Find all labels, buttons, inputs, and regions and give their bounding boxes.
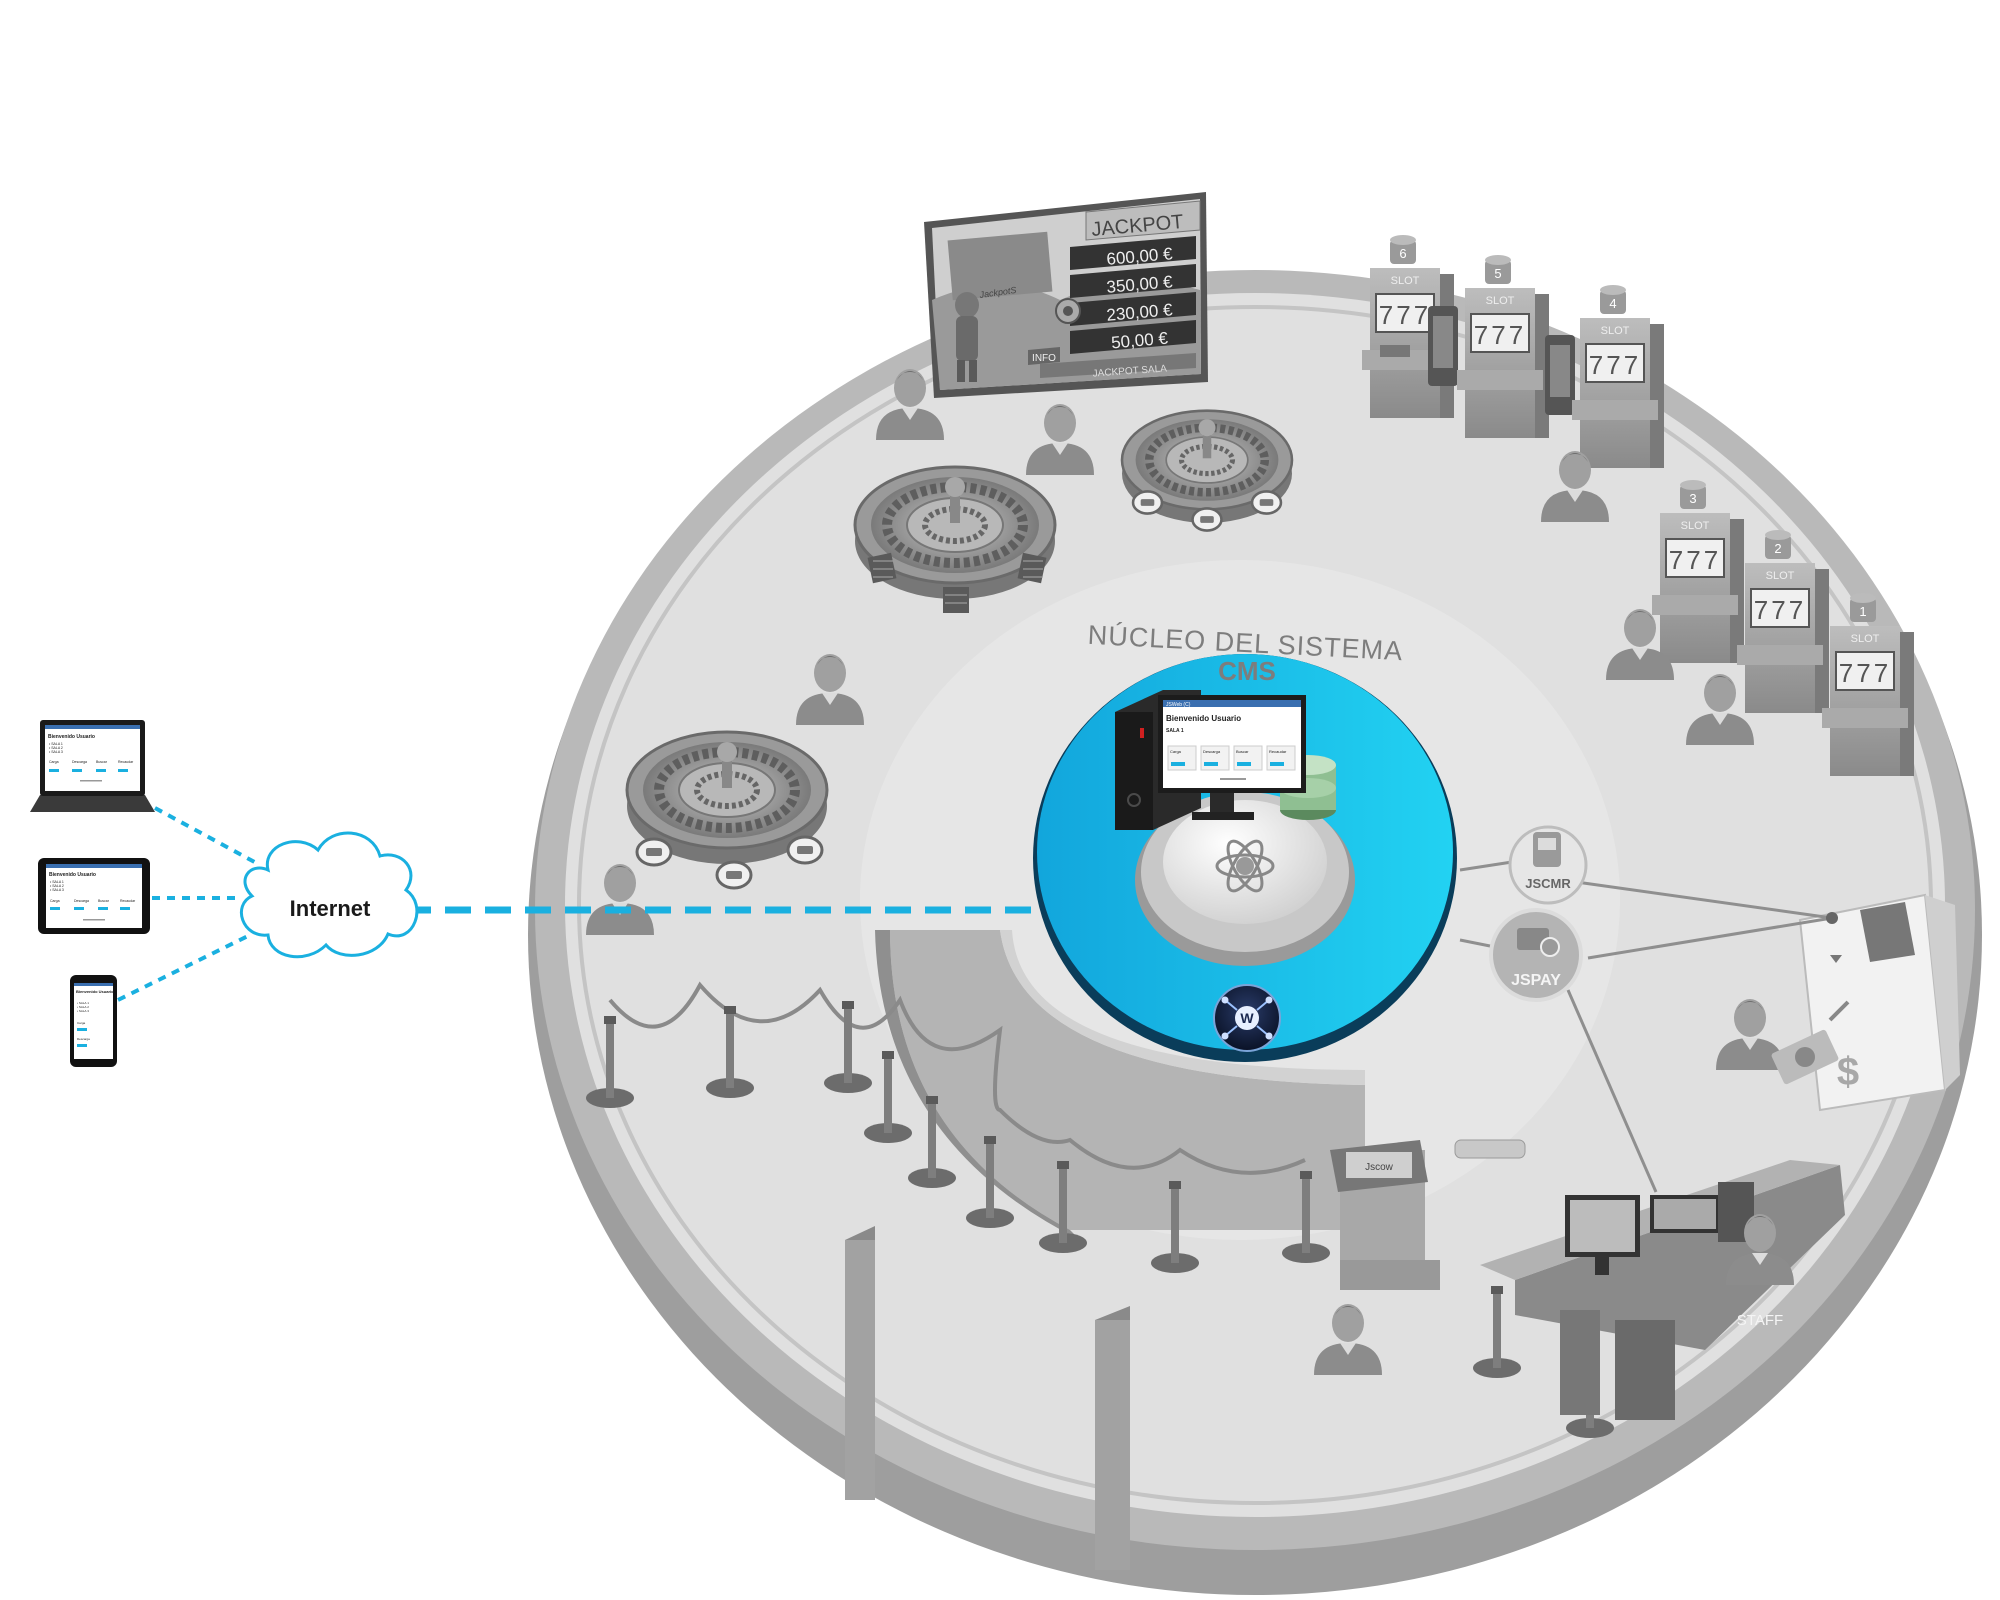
roulette-table [855, 467, 1055, 613]
slot-number: 2 [1774, 541, 1781, 556]
tablet-room: • SALA 1 [50, 880, 64, 884]
jspay-module: JSPAY [1489, 908, 1583, 1002]
kiosk-terminal: Jscow [1330, 1140, 1440, 1290]
laptop-card: Carga [49, 760, 59, 764]
internet-connection [117, 806, 1038, 1002]
roulette-table [1122, 411, 1292, 532]
laptop-welcome: Bienvenido Usuario [48, 734, 95, 740]
slot-reels: 777 [1379, 300, 1431, 330]
slot-machine: 4 SLOT 777 [1572, 285, 1664, 468]
laptop-card: Buscar [96, 760, 108, 764]
monitor-room: SALA 1 [1166, 728, 1184, 734]
jackpot-amount: 50,00 € [1110, 329, 1169, 353]
slot-label: SLOT [1601, 325, 1630, 337]
internet-label: Internet [290, 896, 371, 921]
slot-label: SLOT [1766, 570, 1795, 582]
tablet-card: Carga [50, 899, 60, 903]
jackpot-info-label: INFO [1032, 353, 1056, 364]
kiosk-label: Jscow [1365, 1162, 1394, 1173]
slot-reels: 777 [1839, 658, 1891, 688]
slot-reels: 777 [1589, 350, 1641, 380]
web-service-icon: W [1213, 984, 1281, 1052]
jscmr-module: JSCMR [1508, 825, 1588, 905]
phone-room: • SALA 1 [77, 1001, 89, 1005]
tablet-card: Buscar [98, 899, 110, 903]
monitor-card-label: Recaudar [1269, 749, 1287, 754]
laptop-card: Descarga [72, 760, 87, 764]
jackpot-footer: JACKPOT SALA [1092, 363, 1167, 379]
tablet-card: Recaudar [120, 899, 136, 903]
jackpot-character [955, 292, 979, 382]
slot-number: 5 [1494, 266, 1501, 281]
slot-label: SLOT [1681, 520, 1710, 532]
laptop-room: • SALA 2 [49, 746, 63, 750]
cashier-register [1650, 1182, 1754, 1242]
slot-reels: 777 [1669, 545, 1721, 575]
cashier-desk: STAFF [1480, 1160, 1845, 1420]
svg-text:W: W [1240, 1010, 1254, 1026]
monitor-card-label: Carga [1170, 749, 1182, 754]
tablet-room: • SALA 3 [50, 888, 64, 892]
slot-number: 1 [1859, 604, 1866, 619]
slot-reels: 777 [1474, 320, 1526, 350]
cloud-icon [240, 831, 419, 959]
jackpot-screen: JackpotS JACKPOT 600,00 € 350,00 € 230,0… [924, 192, 1208, 398]
phone-room: • SALA 2 [77, 1005, 89, 1009]
tablet-room: • SALA 2 [50, 884, 64, 888]
slot-machine: 5 SLOT 777 [1457, 255, 1549, 438]
slot-label: SLOT [1851, 633, 1880, 645]
link-node [1826, 912, 1838, 924]
jscmr-label: JSCMR [1525, 876, 1571, 891]
jackpot-coin-icon [1055, 298, 1081, 324]
slot-label: SLOT [1391, 275, 1420, 287]
monitor-window-title: JSWeb (C) [1166, 702, 1191, 708]
network-device [1454, 1139, 1526, 1159]
queue-stanchions [586, 981, 1614, 1438]
phone-device: Bienvenido Usuario • SALA 1 • SALA 2 • S… [70, 975, 117, 1067]
slot-machine: 1 SLOT 777 [1822, 593, 1914, 776]
phone-room: • SALA 3 [77, 1009, 89, 1013]
slot-machines: 6 SLOT 777 5 SLOT 777 [1362, 235, 1914, 776]
monitor-welcome: Bienvenido Usuario [1166, 714, 1241, 723]
slot-side-panel [1428, 306, 1458, 386]
core-subtitle: CMS [1218, 656, 1276, 686]
atm-machine: $ [1771, 893, 1960, 1112]
tablet-device: Bienvenido Usuario • SALA 1 • SALA 2 • S… [38, 858, 150, 934]
slot-machine: 3 SLOT 777 [1652, 480, 1744, 663]
entrance-pillars [845, 1226, 1130, 1570]
monitor-cards: Carga Descarga Buscar Recaudar [1167, 745, 1296, 780]
svg-text:$: $ [1837, 1050, 1859, 1094]
tablet-card: Descarga [74, 899, 89, 903]
slot-machine: 2 SLOT 777 [1737, 530, 1829, 713]
laptop-device: Bienvenido Usuario • SALA 1 • SALA 2 • S… [30, 720, 155, 812]
phone-link [117, 933, 251, 1002]
monitor-card-label: Buscar [1236, 749, 1249, 754]
atom-icon [1215, 839, 1275, 893]
reception-counter [875, 930, 1365, 1240]
slot-number: 6 [1399, 246, 1406, 261]
jspay-label: JSPAY [1511, 972, 1561, 989]
laptop-card: Recaudar [118, 760, 134, 764]
phone-card: Descarga [77, 1037, 90, 1041]
cashier-monitor [1565, 1195, 1640, 1275]
payout-icon: $ [1771, 1000, 1859, 1094]
laptop-link [154, 806, 261, 867]
slot-side-panel [1545, 335, 1575, 415]
module-links [1459, 860, 1833, 1193]
slot-number: 3 [1689, 491, 1696, 506]
laptop-room: • SALA 1 [49, 742, 63, 746]
phone-card: Carga [77, 1021, 86, 1025]
tablet-welcome: Bienvenido Usuario [49, 872, 96, 878]
cms-monitor: JSWeb (C) Bienvenido Usuario SALA 1 Carg… [1158, 695, 1306, 820]
jackpot-amount-rows [1070, 236, 1196, 354]
slot-number: 4 [1609, 296, 1616, 311]
monitor-card-label: Descarga [1203, 749, 1221, 754]
staff-label: STAFF [1737, 1312, 1783, 1329]
phone-welcome: Bienvenido Usuario [76, 989, 114, 994]
slot-reels: 777 [1754, 595, 1806, 625]
laptop-room: • SALA 3 [49, 750, 63, 754]
slot-label: SLOT [1486, 295, 1515, 307]
